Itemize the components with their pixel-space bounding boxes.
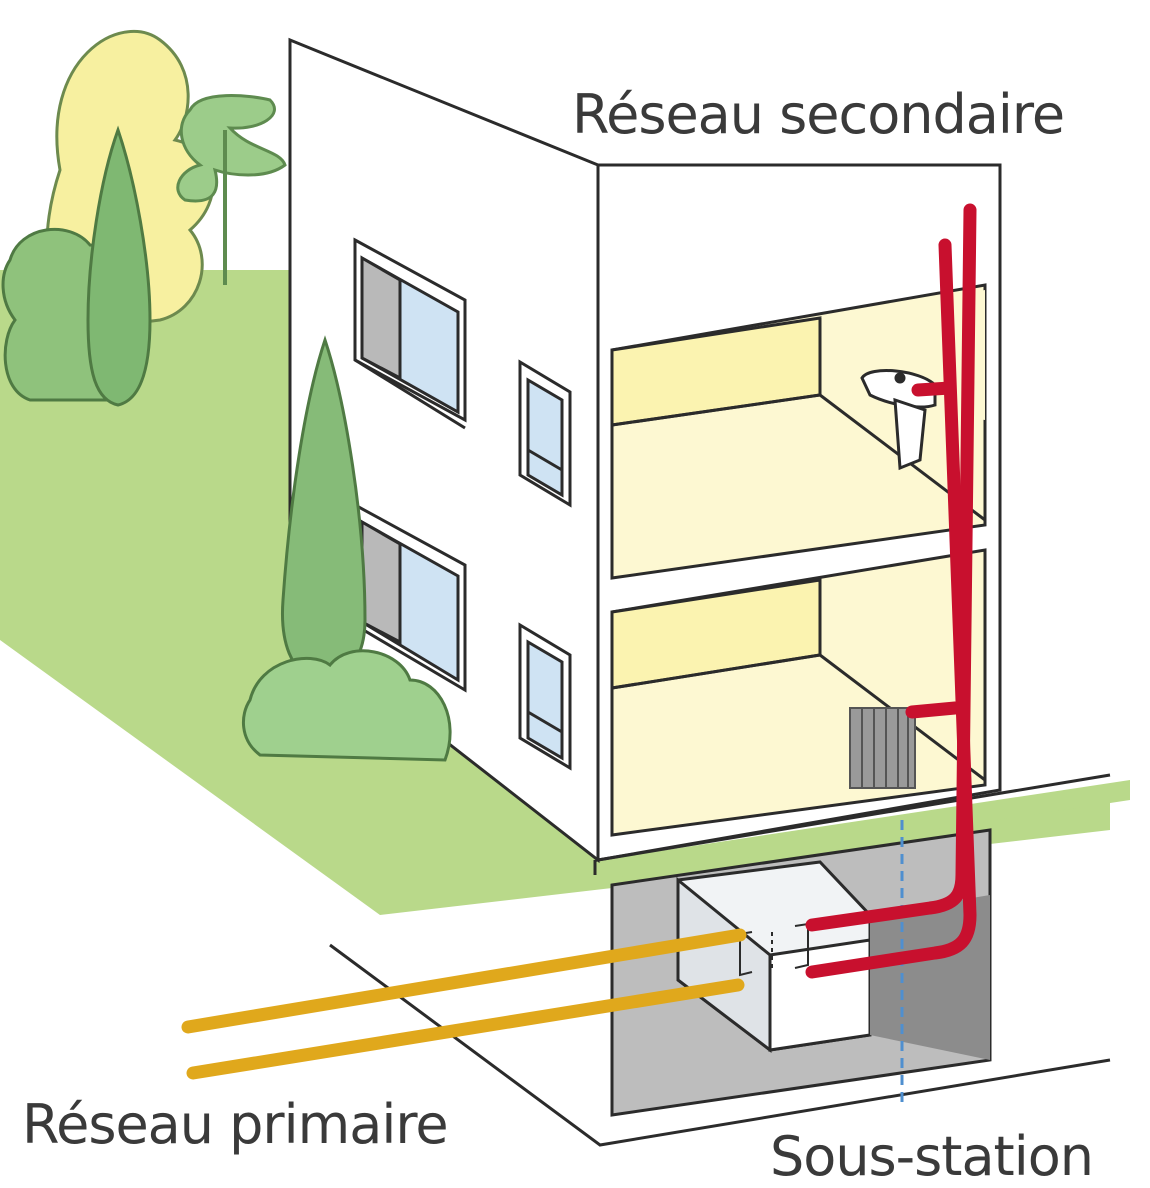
lawn-strip bbox=[600, 780, 1130, 880]
primary-network-pipes bbox=[181, 928, 747, 1080]
window-large-upper bbox=[353, 237, 467, 430]
radiator-icon bbox=[849, 707, 916, 789]
room-upper bbox=[610, 283, 987, 580]
label-substation: Sous-station bbox=[770, 1125, 1094, 1188]
label-primary-network: Réseau primaire bbox=[22, 1093, 449, 1156]
window-small-lower bbox=[518, 622, 572, 771]
secondary-network-pipes bbox=[805, 203, 977, 979]
label-secondary-network: Réseau secondaire bbox=[572, 83, 1065, 146]
substation-basement bbox=[610, 828, 992, 1117]
tree-pine bbox=[176, 94, 287, 285]
bush-front bbox=[241, 649, 452, 762]
tree-cypress-back bbox=[86, 125, 152, 407]
sink-icon bbox=[860, 369, 937, 471]
window-small-upper bbox=[518, 359, 572, 508]
